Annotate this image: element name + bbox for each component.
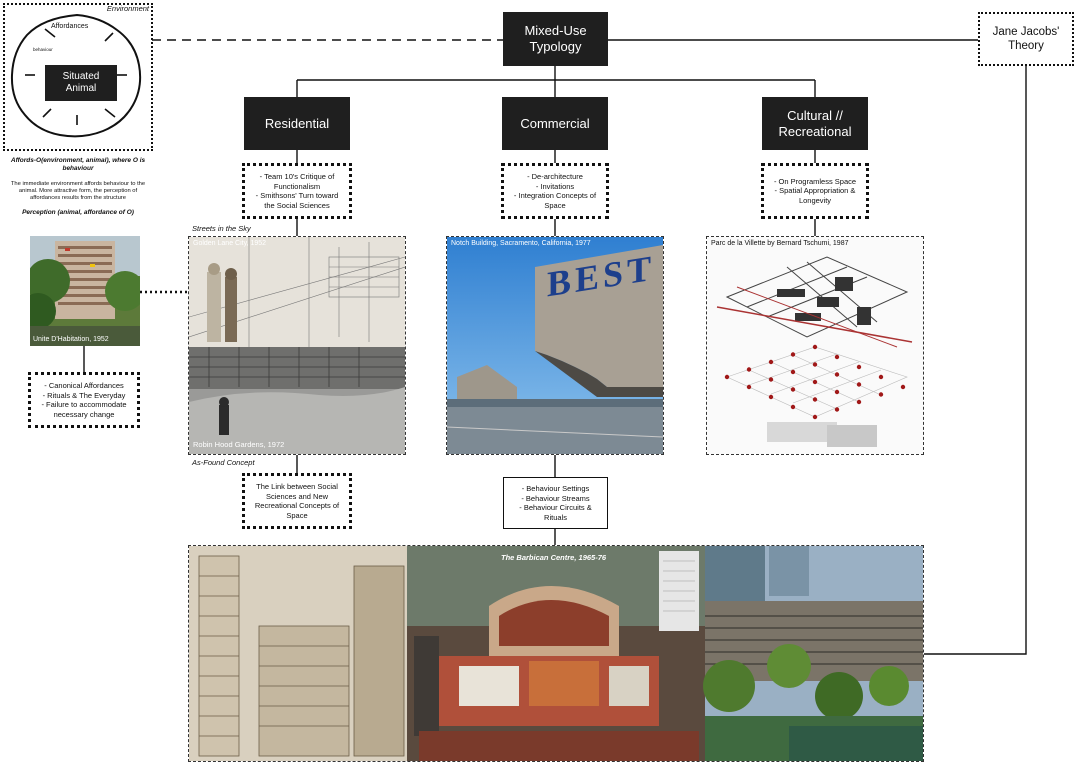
commercial-node: Commercial: [502, 97, 608, 150]
unite-notes: - Canonical Affordances - Rituals & The …: [28, 372, 140, 428]
jane-jacobs-theory-node: Jane Jacobs' Theory: [978, 12, 1074, 66]
folie-point: [900, 384, 906, 390]
folie-point: [878, 374, 884, 380]
folie-point: [768, 377, 774, 382]
folie-point: [856, 382, 862, 387]
affordance-circle-graphic: [10, 13, 142, 138]
social-sciences-notes: The Link between Social Sciences and New…: [242, 473, 352, 529]
folie-point: [812, 414, 818, 420]
environment-label: Environment: [106, 4, 149, 13]
situated-animal-node: Situated Animal: [45, 65, 117, 101]
folie-point: [856, 364, 862, 370]
streets-in-the-sky-label: Streets in the Sky: [192, 224, 251, 233]
mixed-use-typology-node: Mixed-Use Typology: [503, 12, 608, 66]
robin-hood-caption: Robin Hood Gardens, 1972: [193, 440, 285, 449]
folie-point: [790, 387, 796, 392]
parc-villette-graphic: [707, 237, 923, 454]
residential-notes: - Team 10's Critique of Functionalism - …: [242, 163, 352, 219]
residential-images: Golden Lane City, 1952 Robin Hood Garden…: [188, 236, 406, 455]
affords-formula: Affords-O(environment, animal), where O …: [10, 157, 146, 172]
folie-point: [834, 389, 840, 395]
folie-point: [768, 359, 774, 365]
unite-photo-graphic: [30, 236, 140, 346]
affordance-diagram: Environment Affordances behaviour Situat…: [3, 3, 153, 151]
folie-point: [812, 344, 818, 350]
commercial-notes: - De-architecture - Invitations - Integr…: [501, 163, 609, 219]
behaviour-label: behaviour: [33, 47, 53, 52]
folie-point: [812, 379, 818, 385]
folie-point: [812, 362, 818, 367]
residential-node: Residential: [244, 97, 350, 150]
folie-point: [790, 352, 796, 357]
parc-villette-image: Parc de la Villette by Bernard Tschumi, …: [706, 236, 924, 455]
folie-point: [746, 367, 752, 372]
unite-caption: Unite D'Habitation, 1952: [33, 336, 109, 343]
folie-point: [834, 372, 840, 377]
notch-building-image: BEST Notch Building, Sacramento, Califor…: [446, 236, 664, 455]
folie-point: [834, 407, 840, 412]
golden-lane-caption: Golden Lane City, 1952: [193, 240, 267, 247]
as-found-concept-label: As-Found Concept: [192, 458, 255, 467]
folie-point: [878, 392, 884, 397]
unite-photo: Unite D'Habitation, 1952: [30, 236, 140, 346]
barbican-images-graphic: [189, 546, 923, 761]
barbican-caption: The Barbican Centre, 1965-76: [501, 553, 607, 562]
folie-point: [790, 369, 796, 375]
folie-point: [856, 399, 862, 405]
cultural-notes: - On Programless Space - Spatial Appropr…: [761, 163, 869, 219]
notch-building-graphic: [447, 237, 663, 454]
affordances-label: Affordances: [51, 23, 89, 30]
notch-caption: Notch Building, Sacramento, California, …: [451, 240, 591, 247]
residential-images-graphic: [189, 237, 405, 454]
parc-caption: Parc de la Villette by Bernard Tschumi, …: [711, 240, 849, 247]
folie-point: [812, 397, 818, 402]
affords-description: The immediate environment affords behavi…: [10, 181, 146, 201]
behaviour-notes: - Behaviour Settings - Behaviour Streams…: [503, 477, 608, 529]
folie-point: [746, 384, 752, 390]
folie-point: [790, 404, 796, 410]
folie-point: [834, 354, 840, 360]
perception-formula: Perception (animal, affordance of O): [22, 209, 134, 216]
folie-point: [768, 394, 774, 400]
barbican-images: The Barbican Centre, 1965-76: [188, 545, 924, 762]
folie-point: [724, 374, 730, 380]
cultural-recreational-node: Cultural // Recreational: [762, 97, 868, 150]
